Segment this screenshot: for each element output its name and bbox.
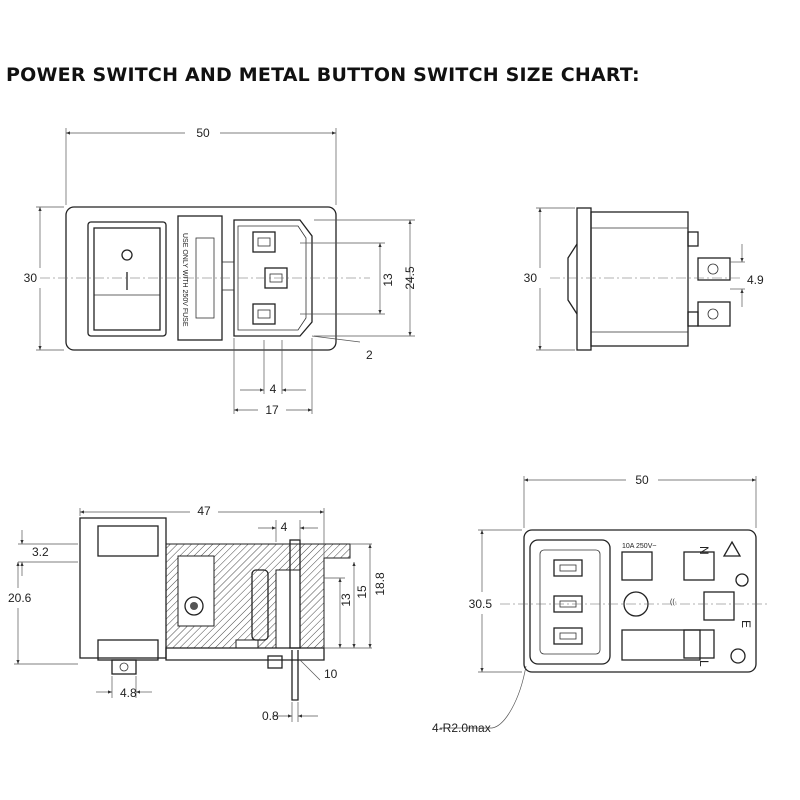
socket-pin-bottom — [252, 303, 276, 325]
dim-pin-spacing-v: 13 — [381, 273, 395, 287]
section-dim-18-8: 18.8 — [373, 572, 387, 596]
section-button — [97, 525, 159, 557]
front-view: USE ONLY WITH 250V FUSE 50 30 24.5 13 — [24, 126, 417, 417]
dim-offset: 2 — [366, 348, 373, 362]
off-symbol-icon — [121, 249, 133, 261]
rocker-switch-outer — [87, 221, 167, 337]
rocker-switch-face — [93, 227, 161, 331]
fuse-label: USE ONLY WITH 250V FUSE — [181, 233, 188, 327]
dim-socket-width: 17 — [265, 403, 279, 417]
side-rocker — [567, 243, 578, 315]
page-title: POWER SWITCH AND METAL BUTTON SWITCH SIZ… — [6, 64, 640, 86]
side-bezel — [576, 207, 592, 351]
section-dim-10: 10 — [324, 667, 338, 681]
rear-view: ((· 10A 250V~ N E L 50 30.5 4-R2.0max — [432, 473, 770, 735]
side-terminal-top — [697, 257, 731, 281]
section-dim-length: 47 — [197, 504, 211, 518]
front-body-outline — [65, 206, 337, 351]
socket-pin-top — [252, 231, 276, 253]
rear-rating: 10A 250V~ — [622, 543, 656, 550]
section-pin — [111, 659, 137, 675]
rear-socket-block — [529, 539, 611, 665]
side-dim-terminal: 4.9 — [747, 273, 764, 287]
section-view: 47 4 3.2 20.6 13 15 18.8 10 — [8, 504, 387, 723]
rear-pin-top — [553, 559, 583, 577]
section-dim-13: 13 — [339, 593, 353, 607]
rear-dim-height: 30.5 — [469, 597, 493, 611]
iec-socket-outline — [233, 219, 313, 337]
rear-label-e: E — [739, 620, 753, 628]
s-mark-icon — [730, 648, 746, 664]
side-dim-height: 30 — [524, 271, 538, 285]
side-terminal-bottom — [697, 301, 731, 327]
section-dim-height: 20.6 — [8, 591, 32, 605]
dim-height: 30 — [24, 271, 38, 285]
section-dim-pin-width: 4.8 — [120, 686, 137, 700]
section-dim-inner: 4 — [281, 520, 288, 534]
dim-width: 50 — [196, 126, 210, 140]
warning-icon — [722, 540, 742, 557]
ground-icon — [735, 573, 749, 587]
svg-text:((·: ((· — [670, 599, 677, 606]
side-body — [590, 211, 689, 347]
dim-pin-spacing-h: 4 — [270, 382, 277, 396]
side-view: 30 4.9 — [524, 207, 764, 351]
fuse-icon — [195, 237, 215, 319]
dim-socket-height: 24.5 — [403, 266, 417, 290]
section-dim-15: 15 — [355, 585, 369, 599]
rear-label-n: N — [697, 546, 711, 555]
rear-dim-width: 50 — [635, 473, 649, 487]
rear-radius-note: 4-R2.0max — [432, 721, 491, 735]
rear-label-l: L — [697, 660, 711, 667]
section-bezel — [79, 517, 167, 659]
rear-pin-bottom — [553, 627, 583, 645]
rear-body-outline — [523, 529, 757, 673]
section-dim-thickness: 0.8 — [262, 709, 279, 723]
section-dim-flange: 3.2 — [32, 545, 49, 559]
